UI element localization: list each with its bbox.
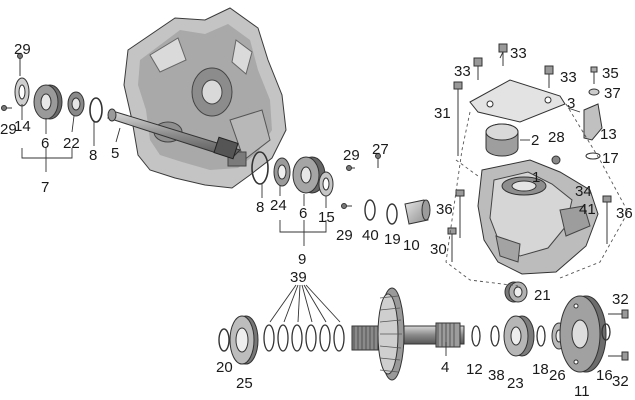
callout-32: 32 [612,291,629,308]
gearbox-cover-group [447,43,612,303]
callout-28: 28 [548,129,565,146]
callout-8: 8 [256,199,264,216]
callout-23: 23 [507,375,524,392]
callout-26: 26 [549,367,566,384]
callout-2: 2 [531,132,539,149]
callout-34: 34 [575,183,592,200]
left-seal-group [1,53,103,123]
callout-18: 18 [532,361,549,378]
callout-12: 12 [466,361,483,378]
callout-13: 13 [600,126,617,143]
callout-11: 11 [574,383,590,400]
callout-29: 29 [0,121,17,138]
callout-labels: 29 29 14 6 22 8 7 5 8 24 6 15 29 29 27 9… [0,41,633,400]
callout-27: 27 [372,141,389,158]
callout-20: 20 [216,359,233,376]
callout-33: 33 [454,63,471,80]
callout-29: 29 [14,41,31,58]
output-shaft [106,108,241,160]
callout-41: 41 [579,201,596,218]
engine-housing [123,7,287,189]
callout-30: 30 [430,241,447,258]
callout-4: 4 [441,359,449,376]
callout-16: 16 [596,367,613,384]
leader-lines [21,51,581,356]
center-seal-group [251,151,431,225]
callout-38: 38 [488,367,505,384]
callout-22: 22 [63,135,80,152]
callout-33: 33 [560,69,577,86]
callout-10: 10 [403,237,420,254]
callout-25: 25 [236,375,253,392]
callout-29: 29 [336,227,353,244]
callout-6: 6 [41,135,49,152]
callout-8: 8 [89,147,97,164]
callout-32: 32 [612,373,629,390]
callout-36: 36 [436,201,453,218]
callout-6: 6 [299,205,307,222]
callout-35: 35 [602,65,619,82]
callout-15: 15 [318,209,335,226]
callout-37: 37 [604,85,621,102]
callout-33: 33 [510,45,527,62]
callout-24: 24 [270,197,287,214]
callout-5: 5 [111,145,119,162]
callout-1: 1 [532,169,540,186]
callout-17: 17 [602,150,619,167]
callout-40: 40 [362,227,379,244]
callout-36: 36 [616,205,633,222]
bottom-drive-row [218,287,629,381]
callout-31: 31 [434,105,451,122]
callout-14: 14 [14,118,31,135]
callout-21: 21 [534,287,551,304]
callout-29: 29 [343,147,360,164]
callout-7: 7 [41,179,49,196]
callout-9: 9 [298,251,306,268]
callout-3: 3 [567,95,575,112]
assembly-guide-lines [445,103,629,287]
callout-39: 39 [290,269,307,286]
callout-19: 19 [384,231,401,248]
